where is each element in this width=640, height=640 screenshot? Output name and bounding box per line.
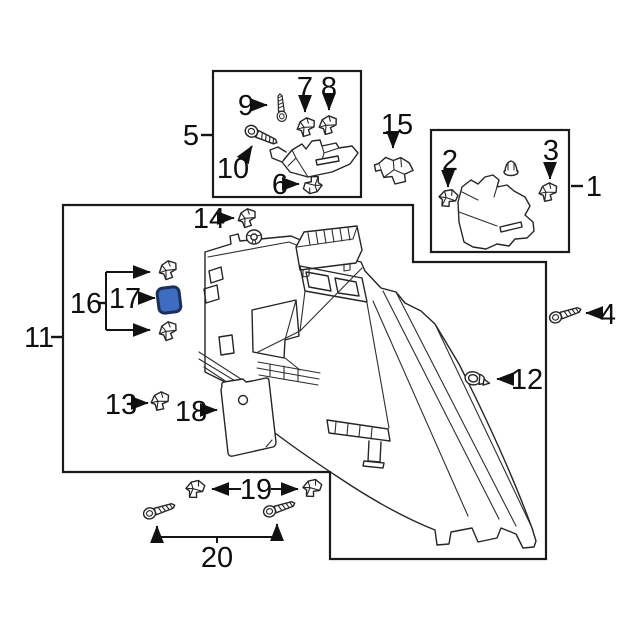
assembly-box-5 xyxy=(201,69,363,199)
part-12-label: 12 xyxy=(511,364,543,396)
part-13-label: 13 xyxy=(105,389,137,421)
part-15 xyxy=(373,130,414,185)
part-16-17-group xyxy=(98,258,183,343)
arrow-10 xyxy=(236,145,253,165)
part-18 xyxy=(199,377,277,457)
part-14 xyxy=(216,206,263,245)
part-13 xyxy=(130,390,171,412)
part-19 xyxy=(183,476,324,501)
part-3-label: 3 xyxy=(543,135,559,167)
part-20 xyxy=(141,497,298,544)
assembly-box-11 xyxy=(61,203,548,561)
part-4-label: 4 xyxy=(600,299,616,331)
quarter-trim-panel-icon xyxy=(198,225,537,549)
part-6-label: 6 xyxy=(272,169,288,201)
part-17-highlight-plug-icon xyxy=(155,285,183,315)
part-15-bracket-icon xyxy=(373,156,414,185)
nut-icon xyxy=(245,229,263,245)
assembly-box-1 xyxy=(429,128,583,254)
part-9-label: 9 xyxy=(238,90,254,122)
part-12 xyxy=(464,371,515,386)
part-10-label: 10 xyxy=(217,153,249,185)
part-11-label: 11 xyxy=(24,322,54,354)
part-16-label: 16 xyxy=(70,288,102,320)
part-12-push-pin-icon xyxy=(464,371,491,386)
grommet-icon xyxy=(503,160,519,177)
bracket-20 xyxy=(157,536,277,543)
part-8-label: 8 xyxy=(321,72,337,104)
part-15-label: 15 xyxy=(381,109,413,141)
part-5-label: 5 xyxy=(183,120,199,152)
access-cover-icon xyxy=(220,377,277,457)
part-20-label: 20 xyxy=(201,542,233,574)
trim-strip-icon xyxy=(269,139,359,178)
part-7-label: 7 xyxy=(297,72,313,104)
part-18-label: 18 xyxy=(175,396,207,428)
part-17-label: 17 xyxy=(109,283,141,315)
part-2-label: 2 xyxy=(442,145,458,177)
part-1-label: 1 xyxy=(586,171,602,203)
part-14-label: 14 xyxy=(193,203,225,235)
part-4 xyxy=(547,303,604,326)
c-pillar-trim-icon xyxy=(457,160,535,250)
part-19-label: 19 xyxy=(240,474,272,506)
